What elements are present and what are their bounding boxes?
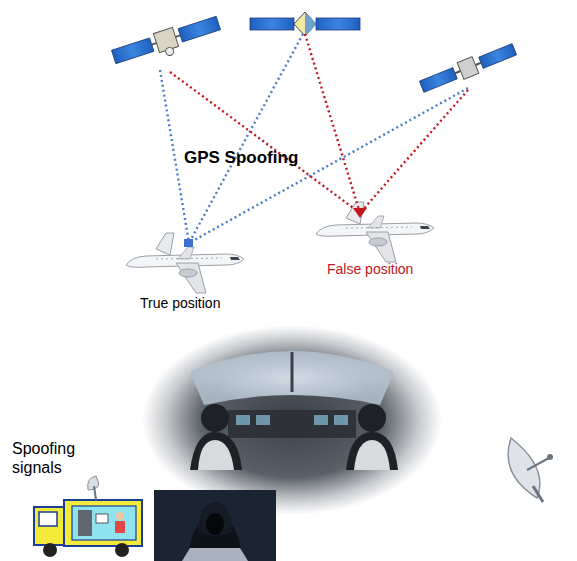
- diagram-title-label: GPS Spoofing: [184, 148, 298, 168]
- position-label: True position: [140, 295, 220, 312]
- signal-label: Spoofing signals: [12, 439, 92, 477]
- position-label: False position: [327, 261, 413, 278]
